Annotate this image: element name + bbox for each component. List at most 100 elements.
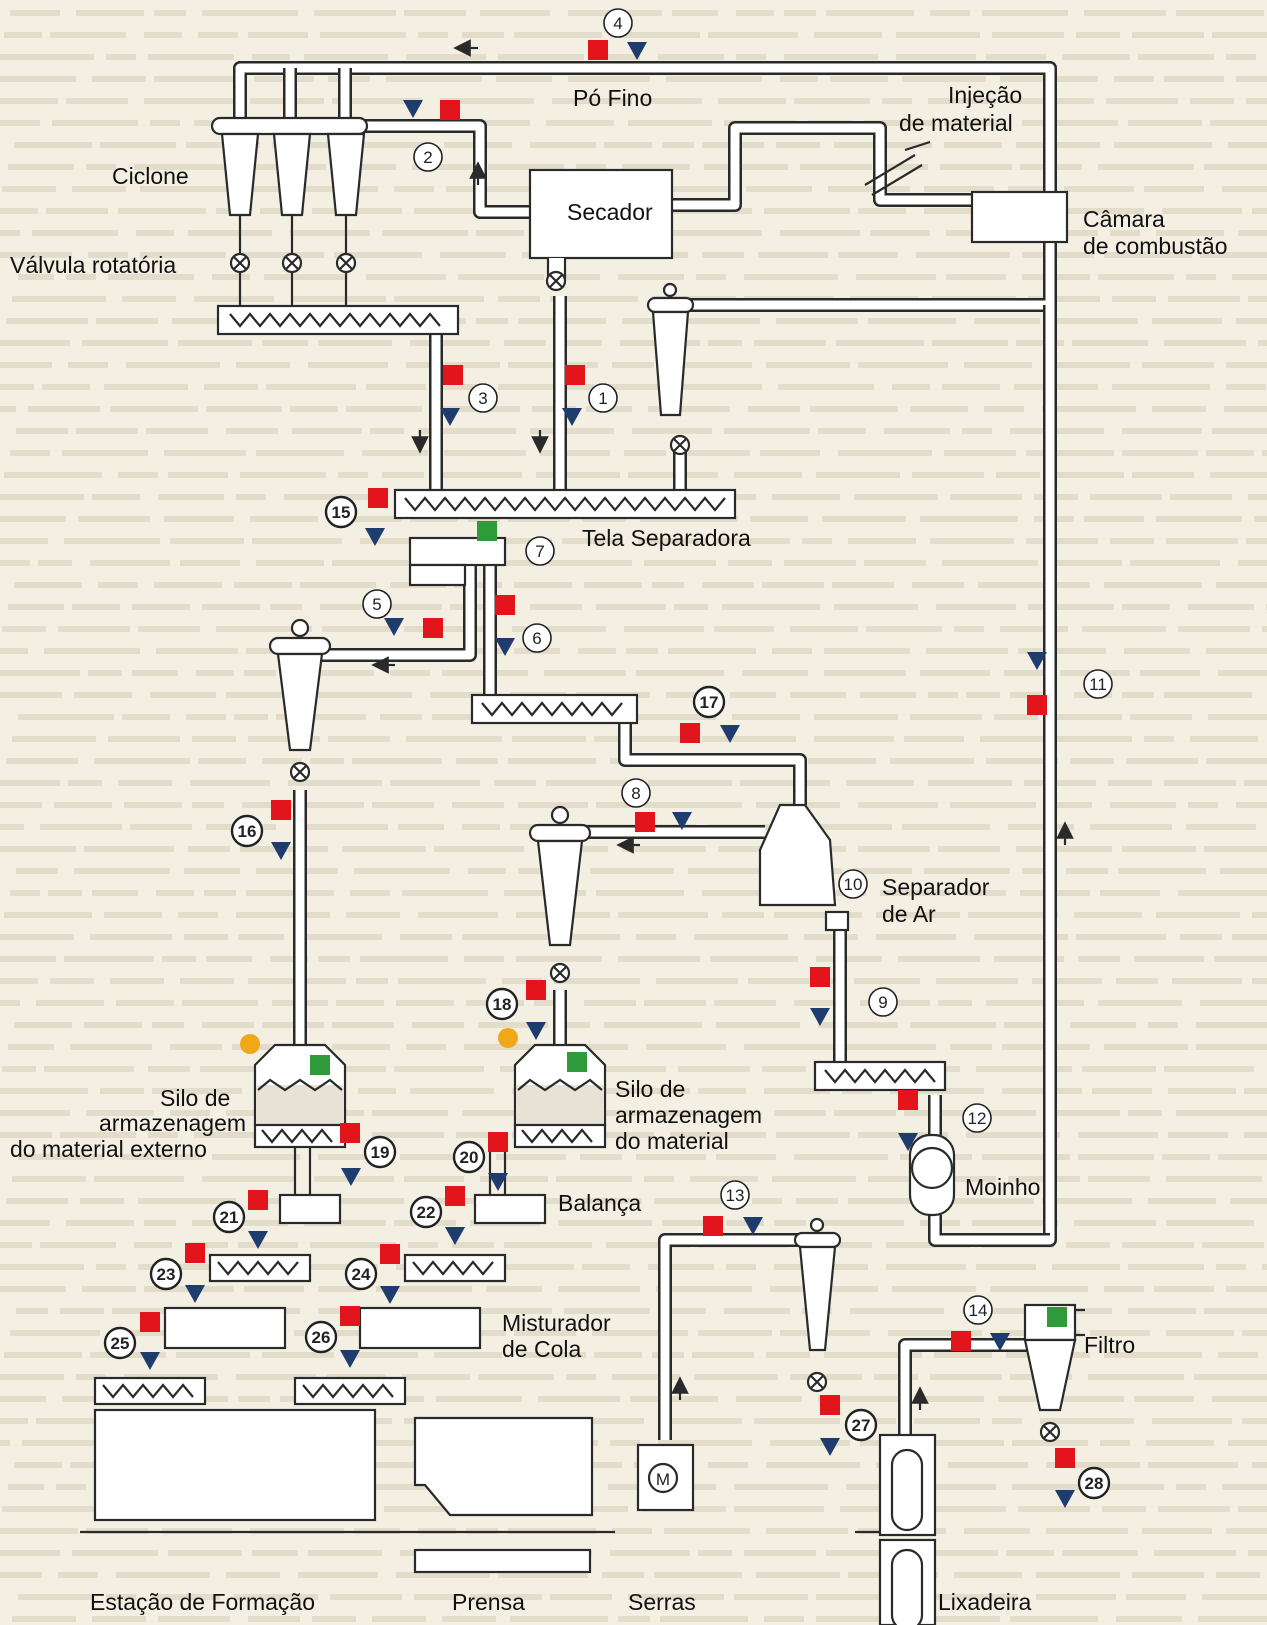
texture-stroke [754, 1418, 840, 1424]
texture-stroke [300, 582, 376, 588]
texture-stroke [192, 802, 224, 808]
texture-stroke [1142, 362, 1214, 368]
texture-stroke [18, 1154, 104, 1160]
texture-stroke [1216, 1572, 1260, 1578]
texture-stroke [70, 1044, 152, 1050]
texture-stroke [610, 1550, 690, 1556]
texture-stroke [0, 1000, 20, 1006]
texture-stroke [68, 780, 102, 786]
texture-stroke [66, 98, 128, 104]
texture-stroke [538, 1396, 620, 1402]
texture-stroke [1104, 1044, 1188, 1050]
texture-stroke [170, 1044, 222, 1050]
texture-stroke [198, 758, 246, 764]
texture-stroke [1152, 318, 1222, 324]
texture-stroke [110, 406, 198, 412]
texture-stroke [596, 802, 630, 808]
svg-text:21: 21 [220, 1208, 239, 1227]
texture-stroke [380, 714, 422, 720]
texture-stroke [1214, 956, 1267, 962]
texture-stroke [1122, 846, 1196, 852]
texture-stroke [478, 1374, 554, 1380]
texture-stroke [120, 1154, 202, 1160]
texture-stroke [106, 1594, 136, 1600]
texture-stroke [116, 1572, 210, 1578]
texture-stroke [556, 1022, 590, 1028]
secador [528, 168, 674, 292]
texture-stroke [674, 604, 708, 610]
texture-stroke [912, 582, 964, 588]
texture-stroke [418, 428, 516, 434]
texture-stroke [1132, 32, 1204, 38]
texture-stroke [6, 758, 78, 764]
texture-stroke [1116, 978, 1158, 984]
texture-stroke [496, 1154, 566, 1160]
texture-stroke [834, 604, 918, 610]
texture-stroke [156, 648, 238, 654]
texture-stroke [808, 758, 876, 764]
texture-stroke [924, 868, 1010, 874]
texture-stroke [816, 1220, 904, 1226]
texture-stroke [666, 76, 762, 82]
texture-stroke [622, 164, 690, 170]
texture-stroke [592, 1132, 654, 1138]
texture-stroke [1070, 1022, 1136, 1028]
texture-stroke [962, 1308, 1042, 1314]
texture-stroke [1228, 1440, 1267, 1446]
texture-stroke [552, 274, 600, 280]
texture-stroke [592, 54, 640, 60]
texture-stroke [736, 1396, 802, 1402]
texture-stroke [62, 1396, 116, 1402]
texture-stroke [1210, 472, 1267, 478]
texture-stroke [896, 54, 976, 60]
material-injection [864, 140, 931, 196]
texture-stroke [714, 538, 790, 544]
texture-stroke [1008, 824, 1074, 830]
texture-stroke [990, 1286, 1088, 1292]
cyclone-18 [528, 805, 592, 984]
texture-stroke [1246, 538, 1267, 544]
texture-stroke [382, 230, 468, 236]
label-estacao: Estação de Formação [90, 1589, 315, 1615]
texture-stroke [304, 1220, 386, 1226]
texture-stroke [858, 846, 930, 852]
texture-stroke [1236, 76, 1267, 82]
texture-stroke [596, 890, 684, 896]
texture-stroke [784, 560, 856, 566]
texture-stroke [784, 54, 878, 60]
texture-stroke [554, 978, 640, 984]
texture-stroke [346, 406, 422, 412]
texture-stroke [930, 538, 1014, 544]
texture-stroke [0, 384, 34, 390]
texture-stroke [372, 1462, 454, 1468]
texture-stroke [54, 802, 112, 808]
texture-stroke [468, 868, 506, 874]
texture-stroke [1236, 802, 1267, 808]
label-moinho: Moinho [965, 1174, 1040, 1200]
texture-stroke [724, 1110, 756, 1116]
texture-stroke [880, 890, 950, 896]
texture-stroke [14, 1462, 62, 1468]
texture-stroke [294, 824, 388, 830]
texture-stroke [758, 252, 828, 258]
texture-stroke [476, 230, 524, 236]
texture-stroke [816, 1594, 906, 1600]
texture-stroke [550, 296, 638, 302]
texture-stroke [504, 1242, 592, 1248]
texture-stroke [1226, 1286, 1267, 1292]
texture-stroke [12, 1616, 76, 1622]
texture-stroke [928, 780, 1012, 786]
texture-stroke [462, 32, 504, 38]
texture-stroke [298, 1572, 378, 1578]
texture-stroke [1168, 296, 1240, 302]
texture-stroke [1130, 560, 1220, 566]
texture-stroke [0, 76, 76, 82]
texture-stroke [1216, 582, 1267, 588]
texture-stroke [1222, 186, 1267, 192]
texture-stroke [618, 274, 684, 280]
texture-stroke [704, 164, 788, 170]
texture-stroke [262, 1352, 334, 1358]
texture-stroke [766, 1462, 860, 1468]
texture-stroke [352, 758, 442, 764]
